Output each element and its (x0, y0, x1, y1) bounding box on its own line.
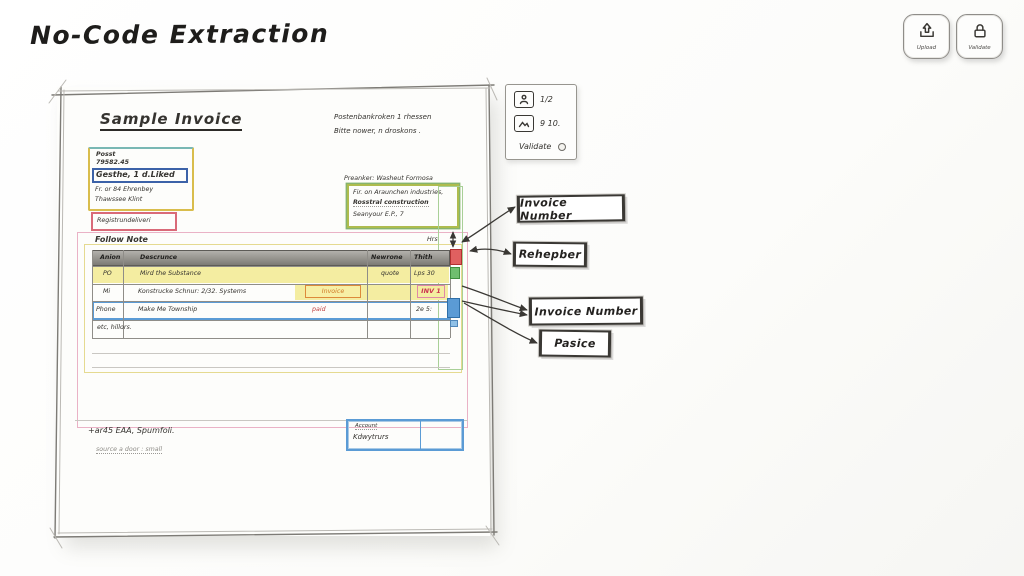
table-corner-note: Hrs (427, 236, 438, 243)
r3-c2: Make Me Township (138, 306, 198, 313)
grid-h-3 (92, 301, 450, 302)
r3-c3: paid (312, 306, 326, 313)
reference-line: Registrundeliveri (97, 217, 151, 224)
invoice-header-note-2: Bitte nower, n droskons . (334, 127, 421, 135)
invoice-sheet (57, 87, 490, 536)
footer-box-line-1: Account (355, 423, 378, 430)
r1-c1: PO (103, 270, 112, 277)
count-indicator: 9 10. (540, 119, 561, 128)
grid-h-6 (92, 353, 450, 354)
upload-button-label: Upload (916, 45, 937, 51)
recipient-label: Preanker: Washeut Formosa (344, 175, 433, 182)
sender-line-4: Fr. or 84 Ehrenbey (95, 186, 154, 193)
chip-pasice[interactable]: Pasice (538, 329, 612, 358)
chip-pasice-label: Pasice (554, 336, 596, 351)
grid-v-2 (367, 250, 368, 338)
panel-validate-label: Validate (519, 142, 552, 151)
field-marker-green[interactable] (450, 267, 460, 279)
invoice-badge-box[interactable]: Invoice (305, 285, 361, 298)
chip-rehepber-label: Rehepber (518, 247, 582, 262)
grid-h-2 (92, 284, 450, 285)
recipient-annotation-box[interactable] (347, 184, 459, 228)
upload-icon (917, 22, 937, 44)
reference-annotation-box[interactable] (91, 212, 177, 231)
page-control-panel: 1/2 9 10. Validate (505, 84, 577, 160)
r1-c2: Mird the Substance (140, 270, 202, 277)
field-marker-blue-small[interactable] (450, 320, 458, 327)
grid-v-1 (123, 250, 124, 338)
chip-rehepber[interactable]: Rehepber (512, 241, 588, 268)
grid-h-7 (92, 367, 450, 368)
r2-c2: Konstrucke Schnur: 2/32. Systems (138, 288, 247, 295)
sender-line-1: Posst (96, 151, 116, 158)
r1-c4: Lps 30 (414, 270, 435, 277)
row1-highlight[interactable] (93, 267, 449, 283)
footer-box-divider (420, 420, 421, 450)
image-icon[interactable] (514, 115, 534, 132)
page-indicator: 1/2 (540, 95, 553, 104)
page-title: No-Code Extraction (29, 18, 330, 51)
field-marker-blue[interactable] (447, 298, 460, 318)
r4-c2: etc, hillors. (97, 324, 132, 331)
grid-v-3 (410, 250, 411, 338)
footer-annotation-box[interactable] (346, 419, 464, 451)
table-col-1: Anion (100, 254, 121, 261)
chip-invoice-number-2[interactable]: Invoice Number (528, 296, 644, 326)
validate-toggle[interactable] (558, 143, 566, 151)
sender-line-5: Thawssee Klint (95, 196, 143, 203)
footer-rule (75, 420, 468, 421)
sender-line-3: Gesthe, 1 d.Liked (96, 170, 175, 179)
sender-annotation-box[interactable] (88, 147, 194, 211)
person-icon[interactable] (514, 91, 534, 108)
sender-highlight-box[interactable] (92, 168, 188, 183)
grid-h-5 (92, 338, 450, 339)
recipient-line-3: Seanyour E.P., 7 (353, 211, 404, 218)
field-marker-red[interactable] (450, 249, 462, 265)
r3-c4: 2e 5: (416, 306, 433, 313)
grid-v-left (92, 250, 93, 338)
grid-v-right (450, 250, 451, 338)
upload-button[interactable]: Upload (903, 14, 950, 59)
footer-line-2: source a door : small (96, 446, 163, 454)
validate-button[interactable]: Validate (956, 14, 1003, 59)
chip-invoice-number-1[interactable]: Invoice Number (516, 194, 626, 223)
table-caption: Follow Note (95, 235, 148, 244)
inv-value-box[interactable]: INV 1 (417, 285, 445, 298)
footer-box-line-2: Kdwytrurs (353, 433, 389, 441)
footer-line-1: +ar45 EAA, Spumfoli. (88, 426, 175, 435)
r2-c1: Mi (103, 288, 111, 295)
r1-c3: quote (381, 270, 400, 277)
chip-invoice-number-1-label: Invoice Number (519, 195, 572, 223)
validate-button-label: Validate (968, 45, 991, 51)
grid-h-1 (92, 266, 450, 267)
grid-h-4 (92, 320, 450, 321)
table-col-3: Newrone (371, 254, 403, 261)
invoice-title: Sample Invoice (100, 110, 243, 131)
table-col-4: Thith (414, 254, 433, 261)
sender-line-2: 79582.45 (96, 159, 130, 166)
lock-icon (970, 22, 990, 44)
r3-c1: Phone (96, 306, 116, 313)
recipient-line-2: Rosstral construction (353, 199, 429, 207)
table-col-2: Descrunce (140, 254, 178, 261)
chip-invoice-number-2-label: Invoice Number (534, 304, 638, 318)
recipient-line-1: Fir. on Araunchen industries, (353, 189, 444, 196)
invoice-header-note-1: Postenbankroken 1 rhessen (334, 113, 432, 121)
